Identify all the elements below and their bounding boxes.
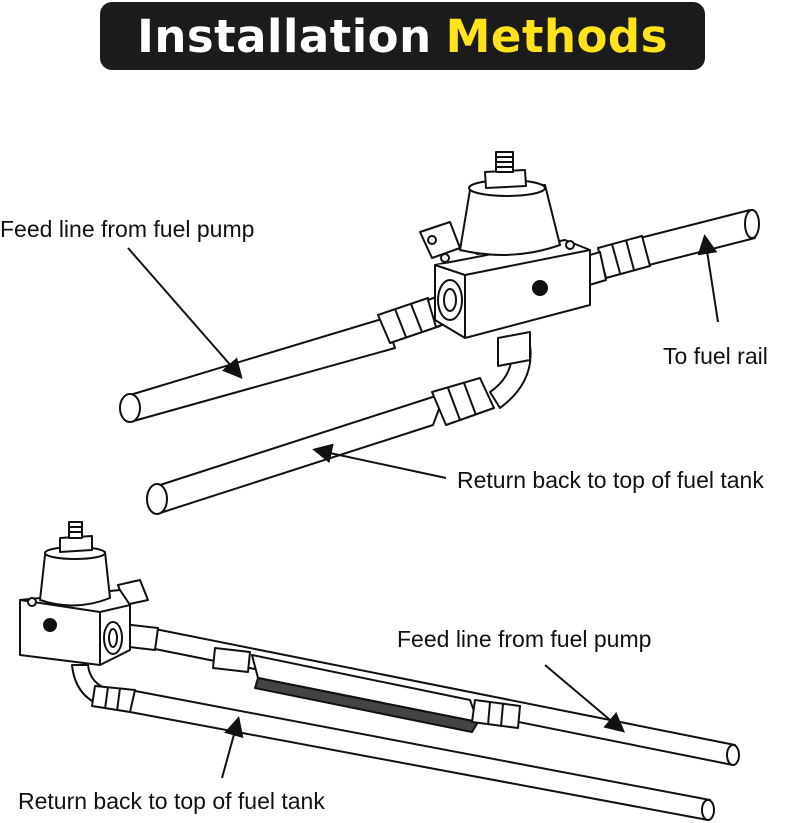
arrow-return-bottom — [221, 716, 244, 779]
bottom-feed-pipe — [119, 623, 740, 766]
arrow-feed-top — [127, 247, 243, 380]
top-feed-pipe — [119, 289, 463, 423]
label-feed-line-bottom: Feed line from fuel pump — [397, 626, 652, 652]
arrow-return-top — [312, 443, 447, 479]
title-word-methods: Methods — [445, 9, 668, 63]
top-rail-pipe — [579, 209, 760, 287]
top-regulator-dome — [459, 151, 561, 256]
bottom-regulator-dome — [39, 521, 111, 607]
label-return-top: Return back to top of fuel tank — [457, 467, 764, 493]
bottom-return-pipe — [71, 664, 715, 821]
top-return-pipe — [146, 344, 532, 515]
arrow-feed-bottom — [544, 664, 626, 733]
top-regulator-body — [419, 221, 591, 367]
top-regulator-assembly — [119, 151, 760, 515]
title-banner: Installation Methods — [100, 2, 705, 70]
bottom-regulator-body — [19, 579, 149, 666]
bottom-regulator-assembly — [19, 521, 740, 821]
arrow-rail-top — [697, 234, 719, 323]
bottom-arrows — [221, 664, 626, 779]
top-arrows — [127, 234, 719, 479]
label-return-bottom: Return back to top of fuel tank — [18, 788, 325, 814]
label-feed-line-top: Feed line from fuel pump — [0, 216, 255, 242]
label-to-fuel-rail: To fuel rail — [663, 343, 768, 369]
title-word-installation: Installation — [137, 9, 432, 63]
